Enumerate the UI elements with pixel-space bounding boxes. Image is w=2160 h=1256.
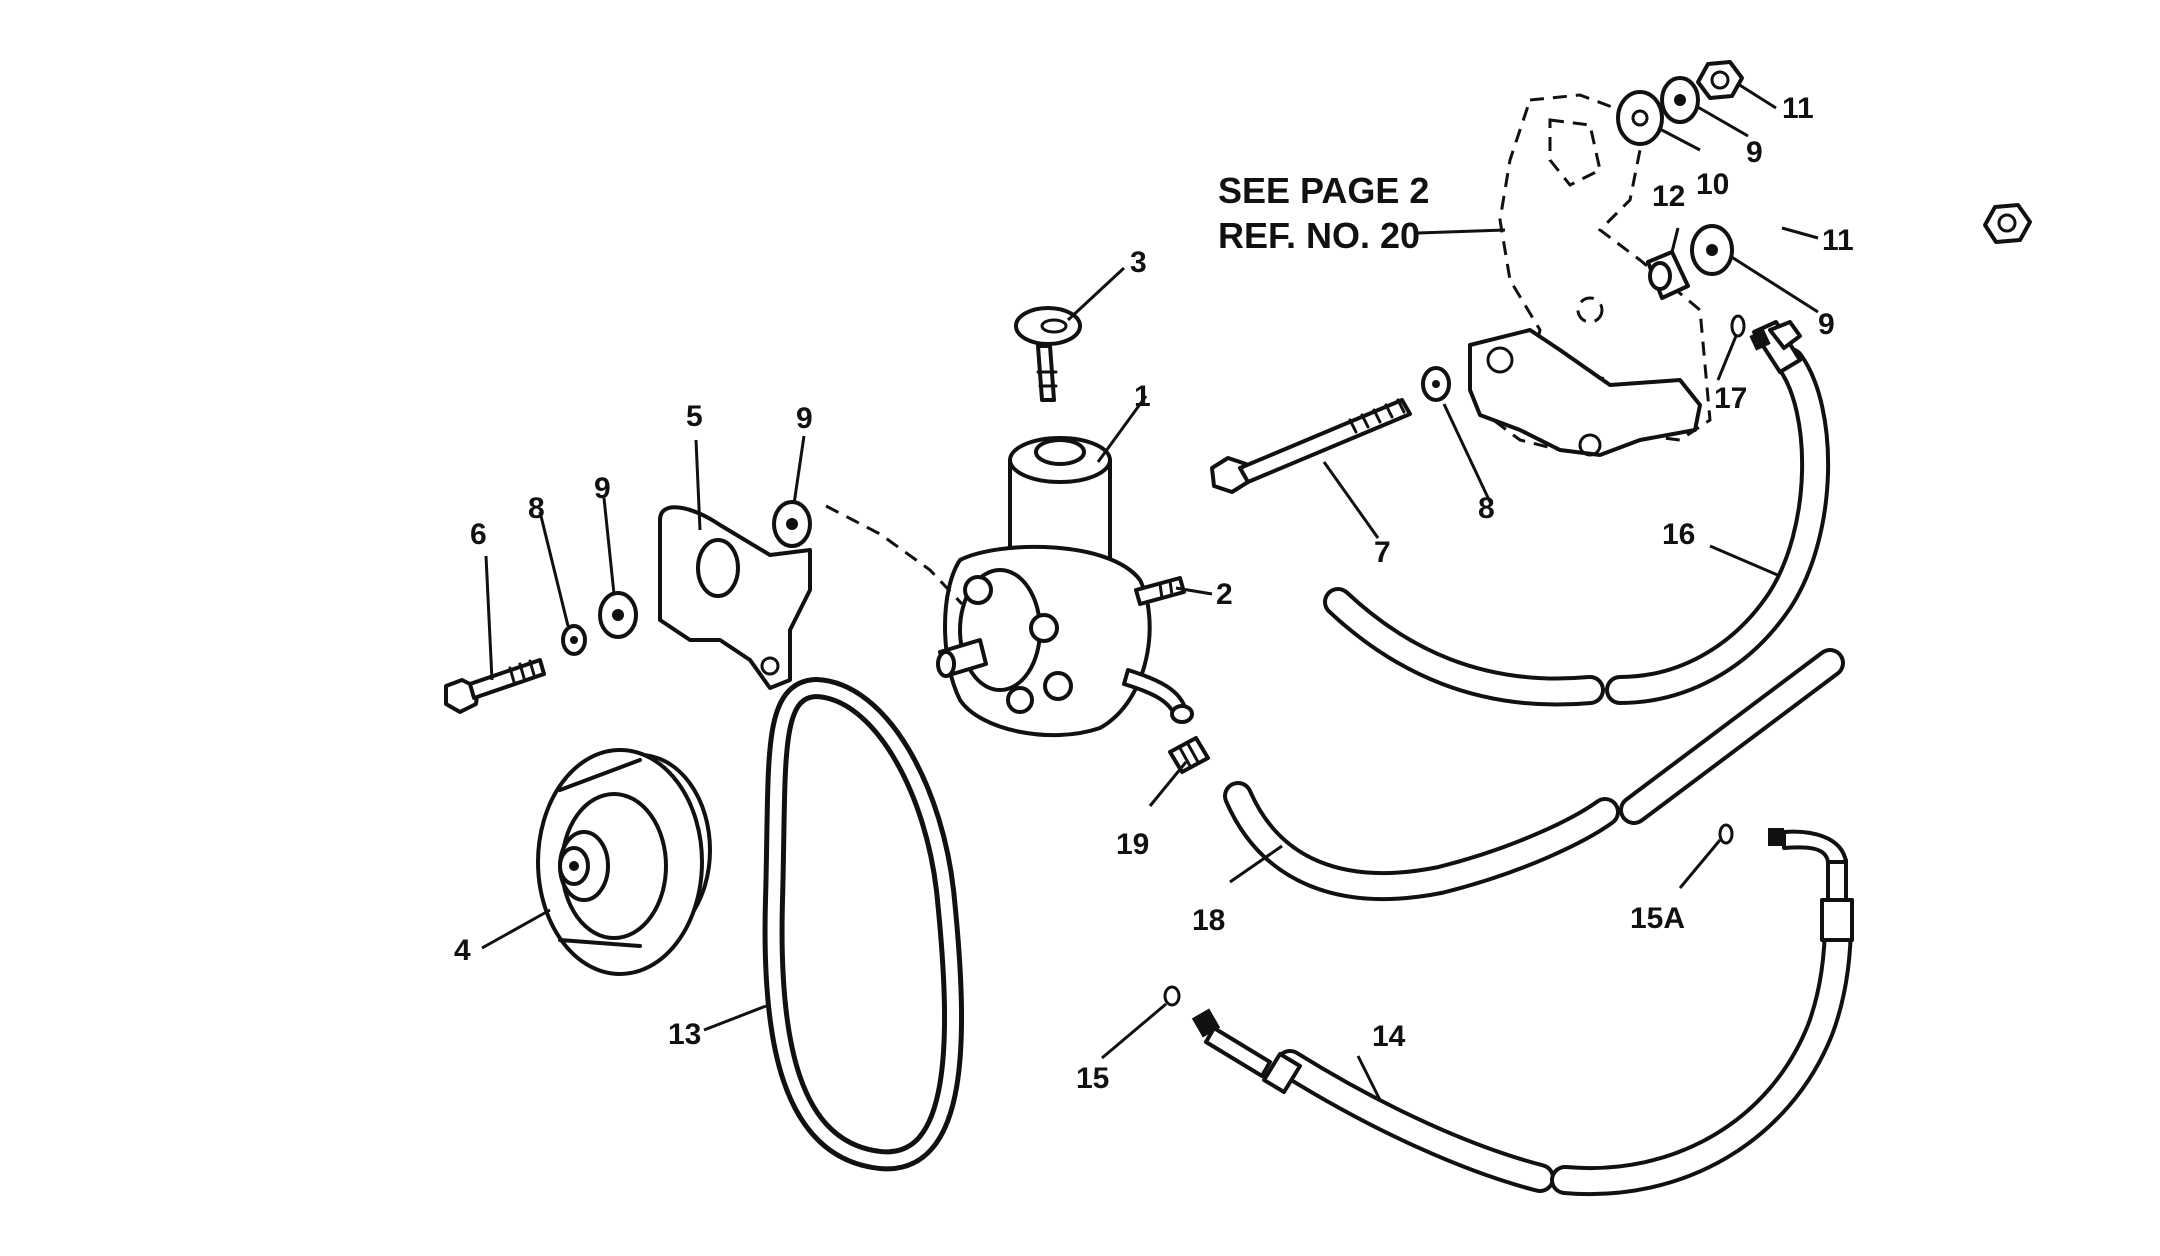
callout-13: 13 xyxy=(668,1018,701,1051)
washer-9-left xyxy=(598,591,638,639)
hose-segment-16-lower xyxy=(1323,587,1605,707)
callout-16: 16 xyxy=(1662,518,1695,551)
callout-1: 1 xyxy=(1134,380,1151,413)
nut-11-top xyxy=(1696,60,1744,100)
callout-labels: 1 2 3 4 5 6 7 8 8 9 9 9 9 10 11 11 12 13… xyxy=(454,92,1854,1095)
spacer-10 xyxy=(1616,90,1664,146)
leader-lines xyxy=(481,82,1819,1101)
callout-9-bracket: 9 xyxy=(796,402,813,435)
nut-11-mid xyxy=(1983,203,2032,244)
bolt-6 xyxy=(444,658,546,714)
o-ring-15A xyxy=(1718,823,1734,845)
pulley-4 xyxy=(536,748,712,976)
callout-10: 10 xyxy=(1696,168,1729,201)
callout-4: 4 xyxy=(454,934,471,967)
o-ring-17 xyxy=(1730,314,1746,338)
callout-8-right: 8 xyxy=(1478,492,1495,525)
note-line-2: REF. NO. 20 xyxy=(1218,215,1420,256)
callout-18: 18 xyxy=(1192,904,1225,937)
callout-14: 14 xyxy=(1372,1020,1406,1053)
callout-17: 17 xyxy=(1714,382,1747,415)
return-hose-18 xyxy=(1223,648,1845,901)
alignment-line xyxy=(825,504,964,606)
callout-11-top: 11 xyxy=(1782,92,1814,125)
callout-8-left: 8 xyxy=(528,492,545,525)
pressure-line-14 xyxy=(1191,828,1854,1197)
fitting-19 xyxy=(1168,736,1210,774)
lockwasher-8-left xyxy=(561,624,587,656)
filler-cap-3 xyxy=(1014,306,1082,402)
bracket-plate xyxy=(1468,328,1702,457)
callout-9-mid: 9 xyxy=(1818,308,1835,341)
callout-15A: 15A xyxy=(1630,902,1685,935)
callout-9-left: 9 xyxy=(594,472,611,505)
callout-9-top: 9 xyxy=(1746,136,1763,169)
note-leader xyxy=(1417,228,1506,235)
callout-3: 3 xyxy=(1130,246,1147,279)
callout-11-mid: 11 xyxy=(1822,224,1854,257)
washer-9-top xyxy=(1660,76,1700,124)
callout-6: 6 xyxy=(470,518,487,551)
washer-8-right xyxy=(1421,366,1451,402)
spacer-12 xyxy=(1646,250,1690,300)
washer-9-mid xyxy=(1690,224,1734,276)
bolt-7 xyxy=(1210,398,1412,494)
power-steering-pump-1 xyxy=(936,436,1194,738)
callout-2: 2 xyxy=(1216,578,1233,611)
callout-7: 7 xyxy=(1374,536,1391,569)
callout-19: 19 xyxy=(1116,828,1149,861)
callout-5: 5 xyxy=(686,400,703,433)
note-line-1: SEE PAGE 2 xyxy=(1218,170,1429,211)
drive-belt-13 xyxy=(762,676,964,1172)
pressure-hose-16 xyxy=(1605,320,1831,705)
washer-9-bracket xyxy=(772,500,812,548)
o-ring-15 xyxy=(1163,985,1181,1007)
pump-bracket-5 xyxy=(658,505,812,690)
callout-12: 12 xyxy=(1652,180,1685,213)
callout-15: 15 xyxy=(1076,1062,1109,1095)
